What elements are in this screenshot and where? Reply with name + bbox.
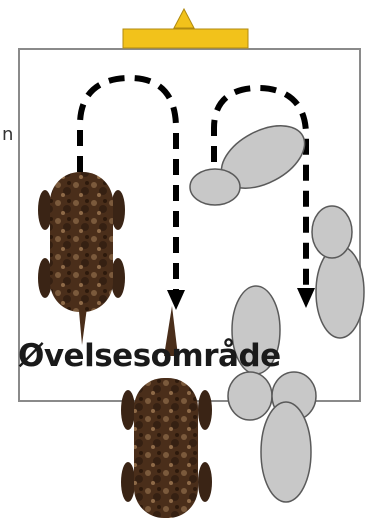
entrance-triangle-icon: [174, 9, 194, 28]
entrance-bar: [123, 29, 248, 48]
area-label: Øvelsesområde: [18, 338, 358, 374]
edge-text-fragment: n: [2, 124, 13, 145]
